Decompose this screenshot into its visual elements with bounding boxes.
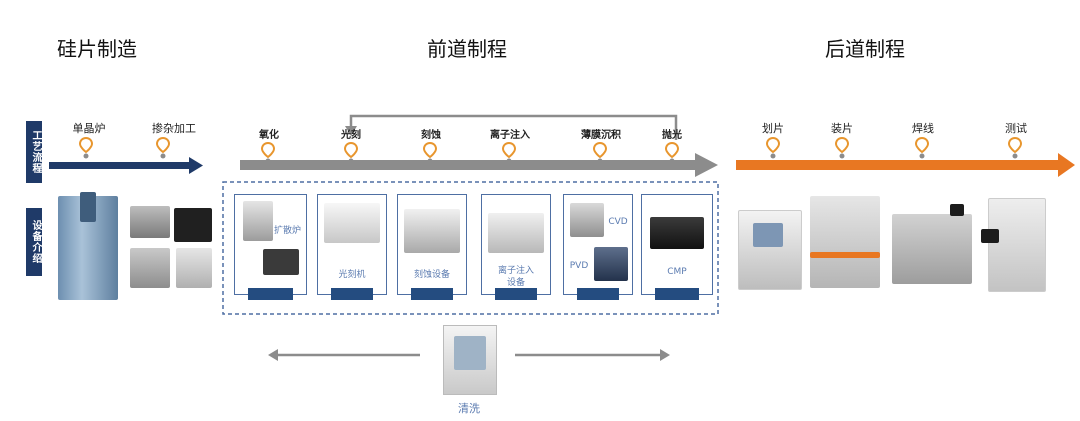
- pin-dicing-icon: [765, 136, 781, 163]
- step-label-dicing: 划片: [762, 122, 784, 135]
- equipment-card-cmp: CMP: [641, 194, 713, 300]
- doping-machine-bottom-right: [176, 248, 212, 288]
- pin-ion-implant-icon: [501, 141, 517, 168]
- step-label-lithography: 光刻: [341, 130, 361, 141]
- equipment-card-ion-implant: 离子注入 设备: [481, 194, 551, 300]
- die-attach-orange-strip: [810, 252, 880, 258]
- equipment-label-ion-implant: 离子注入 设备: [497, 266, 534, 288]
- pin-lithography-icon: [343, 141, 359, 168]
- cvd-machine: [570, 203, 604, 237]
- dicing-machine-image: [738, 210, 802, 290]
- step-label-etching: 刻蚀: [421, 130, 441, 141]
- dicing-machine-window: [753, 223, 783, 247]
- lithography-machine: [324, 203, 380, 243]
- card-bar: [577, 288, 619, 300]
- cmp-machine: [650, 217, 704, 249]
- step-label-oxidation: 氧化: [259, 130, 279, 141]
- side-tag-equipment: 设备介绍: [26, 208, 42, 276]
- pin-single-crystal-furnace-icon: [78, 136, 94, 163]
- pin-test-icon: [1007, 136, 1023, 163]
- step-label-polishing: 抛光: [662, 130, 682, 141]
- step-label-ion-implant: 离子注入: [490, 130, 530, 141]
- test-machine-image: [981, 198, 1046, 292]
- section-title-wafer: 硅片制造: [57, 37, 137, 61]
- step-label-die-attach: 装片: [831, 122, 853, 135]
- etching-machine: [404, 209, 460, 253]
- diffusion-furnace-panel: [263, 249, 299, 275]
- ion-implant-machine: [488, 213, 544, 253]
- equipment-label-etching: 刻蚀设备: [413, 270, 450, 280]
- die-attach-machine-image: [810, 196, 880, 288]
- cleaning-label: 清洗: [458, 402, 480, 415]
- doping-machine-top-right: [174, 208, 212, 242]
- pin-thin-film-icon: [592, 141, 608, 168]
- card-bar: [495, 288, 537, 300]
- step-label-test: 测试: [1005, 122, 1027, 135]
- equipment-label-diffusion-furnace: 扩散炉: [273, 226, 301, 236]
- pin-etching-icon: [422, 141, 438, 168]
- equipment-card-etching: 刻蚀设备: [397, 194, 467, 300]
- card-bar: [331, 288, 373, 300]
- equipment-label-cmp: CMP: [667, 267, 687, 277]
- doping-machine-bottom-left: [130, 248, 170, 288]
- diffusion-furnace-machine: [243, 201, 273, 241]
- pin-die-attach-icon: [834, 136, 850, 163]
- card-bar: [248, 288, 293, 300]
- pvd-machine: [594, 247, 628, 281]
- step-label-single-crystal-furnace: 单晶炉: [72, 122, 106, 135]
- test-machine-monitor: [981, 229, 999, 243]
- pin-polishing-icon: [664, 141, 680, 168]
- pin-oxidation-icon: [260, 141, 276, 168]
- pin-doping-icon: [155, 136, 171, 163]
- step-label-wire-bond: 焊线: [912, 122, 934, 135]
- doping-machine-top-left: [130, 206, 170, 238]
- equipment-card-thin-film: CVD PVD: [563, 194, 633, 300]
- furnace-tower: [80, 192, 96, 222]
- step-label-thin-film: 薄膜沉积: [581, 130, 621, 141]
- wire-bond-monitor: [950, 204, 964, 216]
- equipment-card-diffusion-furnace: 扩散炉: [234, 194, 307, 300]
- equipment-card-lithography: 光刻机: [317, 194, 387, 300]
- equipment-label-lithography: 光刻机: [338, 270, 366, 280]
- wafer-equipment-image: [52, 192, 216, 304]
- step-label-doping: 掺杂加工: [152, 122, 196, 135]
- side-tag-process: 工艺流程: [26, 121, 42, 183]
- cleaning-machine-window: [454, 336, 486, 370]
- cleaning-equipment-image: [443, 325, 497, 395]
- section-title-back: 后道制程: [825, 37, 905, 61]
- equipment-label-cvd: CVD: [608, 217, 628, 227]
- section-title-front: 前道制程: [427, 37, 507, 61]
- pin-wire-bond-icon: [914, 136, 930, 163]
- card-bar: [655, 288, 699, 300]
- equipment-label-pvd: PVD: [569, 261, 589, 271]
- card-bar: [411, 288, 453, 300]
- wire-bond-machine-image: [892, 204, 972, 284]
